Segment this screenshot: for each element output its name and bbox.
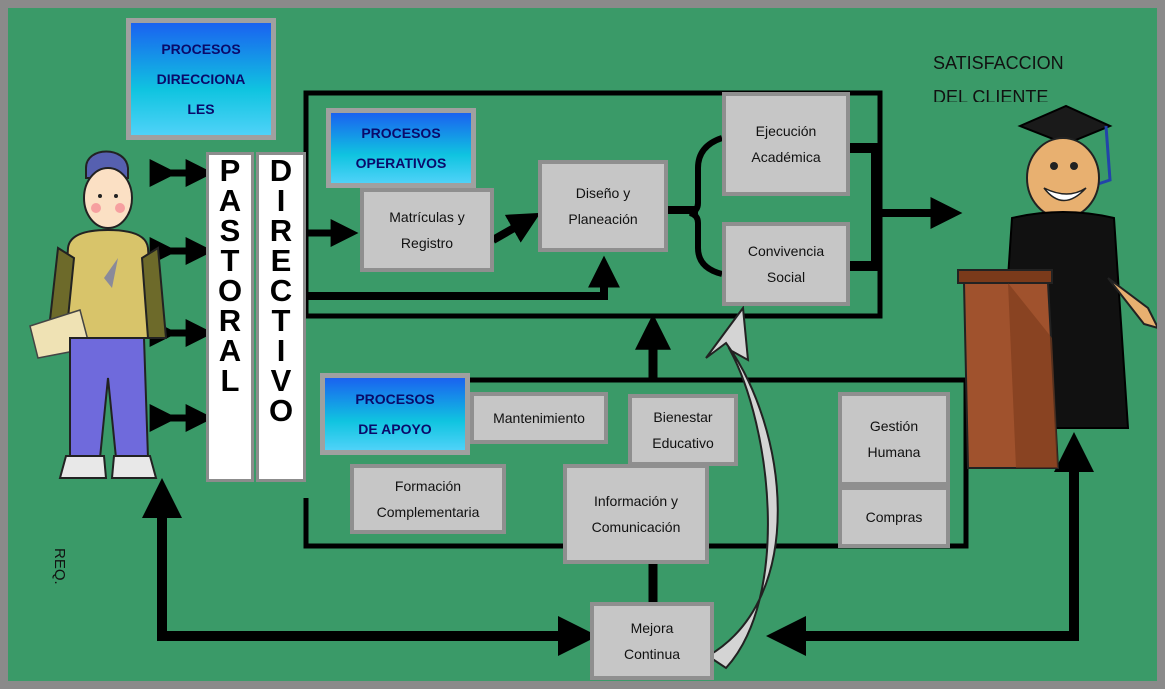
directivo-letter: I	[276, 183, 286, 218]
convivencia-box: Convivencia Social	[722, 222, 850, 306]
procesos-operativos-header: PROCESOS OPERATIVOS	[326, 108, 476, 188]
req-label: REQ.	[51, 548, 68, 585]
student-figure	[29, 150, 168, 479]
pastoral-letter: A	[218, 333, 242, 368]
bienestar-box: Bienestar Educativo	[628, 394, 738, 466]
directivo-letter: O	[268, 393, 294, 428]
connector-lines	[29, 90, 1157, 670]
directivo-letter: T	[271, 303, 291, 338]
directivo-letter: I	[276, 333, 286, 368]
ejecucion-box: Ejecución Académica	[722, 92, 850, 196]
directivo-bar	[256, 152, 306, 482]
pastoral-bar	[206, 152, 254, 482]
directivo-letter: R	[269, 213, 293, 248]
pastoral-letter: O	[217, 273, 243, 308]
satisfaccion-cliente-label: SATISFACCION DEL CLIENTE	[933, 53, 1064, 102]
pastoral-letter: T	[220, 243, 240, 278]
apoyo-frame	[303, 377, 969, 549]
directivo-letter: V	[270, 363, 292, 398]
directivo-letter: D	[269, 153, 293, 188]
informacion-box: Información y Comunicación	[563, 464, 709, 564]
process-map: PROCESOS DIRECCIONA LES PROCESOS OPERATI…	[8, 8, 1157, 681]
mejora-continua-box: Mejora Continua	[590, 602, 714, 680]
procesos-apoyo-header: PROCESOS DE APOYO	[320, 373, 470, 455]
curved-improvement-arrow	[705, 305, 779, 670]
loop-right-line	[798, 468, 1079, 641]
diseno-box: Diseño y Planeación	[538, 160, 668, 252]
arrow-up-diseno	[308, 255, 620, 300]
gestion-box: Gestión Humana	[838, 392, 950, 486]
directivo-letter: C	[269, 273, 293, 308]
pastoral-letter: S	[219, 213, 241, 248]
pastoral-letter: P	[219, 153, 241, 188]
compras-box: Compras	[838, 486, 950, 548]
directivo-letter: E	[270, 243, 292, 278]
arrow-to-diseno	[491, 212, 541, 244]
graduate-figure	[957, 104, 1157, 469]
merge-connector	[848, 143, 881, 271]
formacion-box: Formación Complementaria	[350, 464, 506, 534]
procesos-direccionales-header: PROCESOS DIRECCIONA LES	[126, 18, 276, 140]
pastoral-letter: L	[220, 363, 240, 398]
pastoral-letter: R	[218, 303, 242, 338]
mantenimiento-box: Mantenimiento	[470, 392, 608, 444]
pastoral-letter: A	[218, 183, 242, 218]
split-bracket	[689, 135, 724, 277]
loop-left-line	[157, 513, 568, 641]
matriculas-box: Matrículas y Registro	[360, 188, 494, 272]
